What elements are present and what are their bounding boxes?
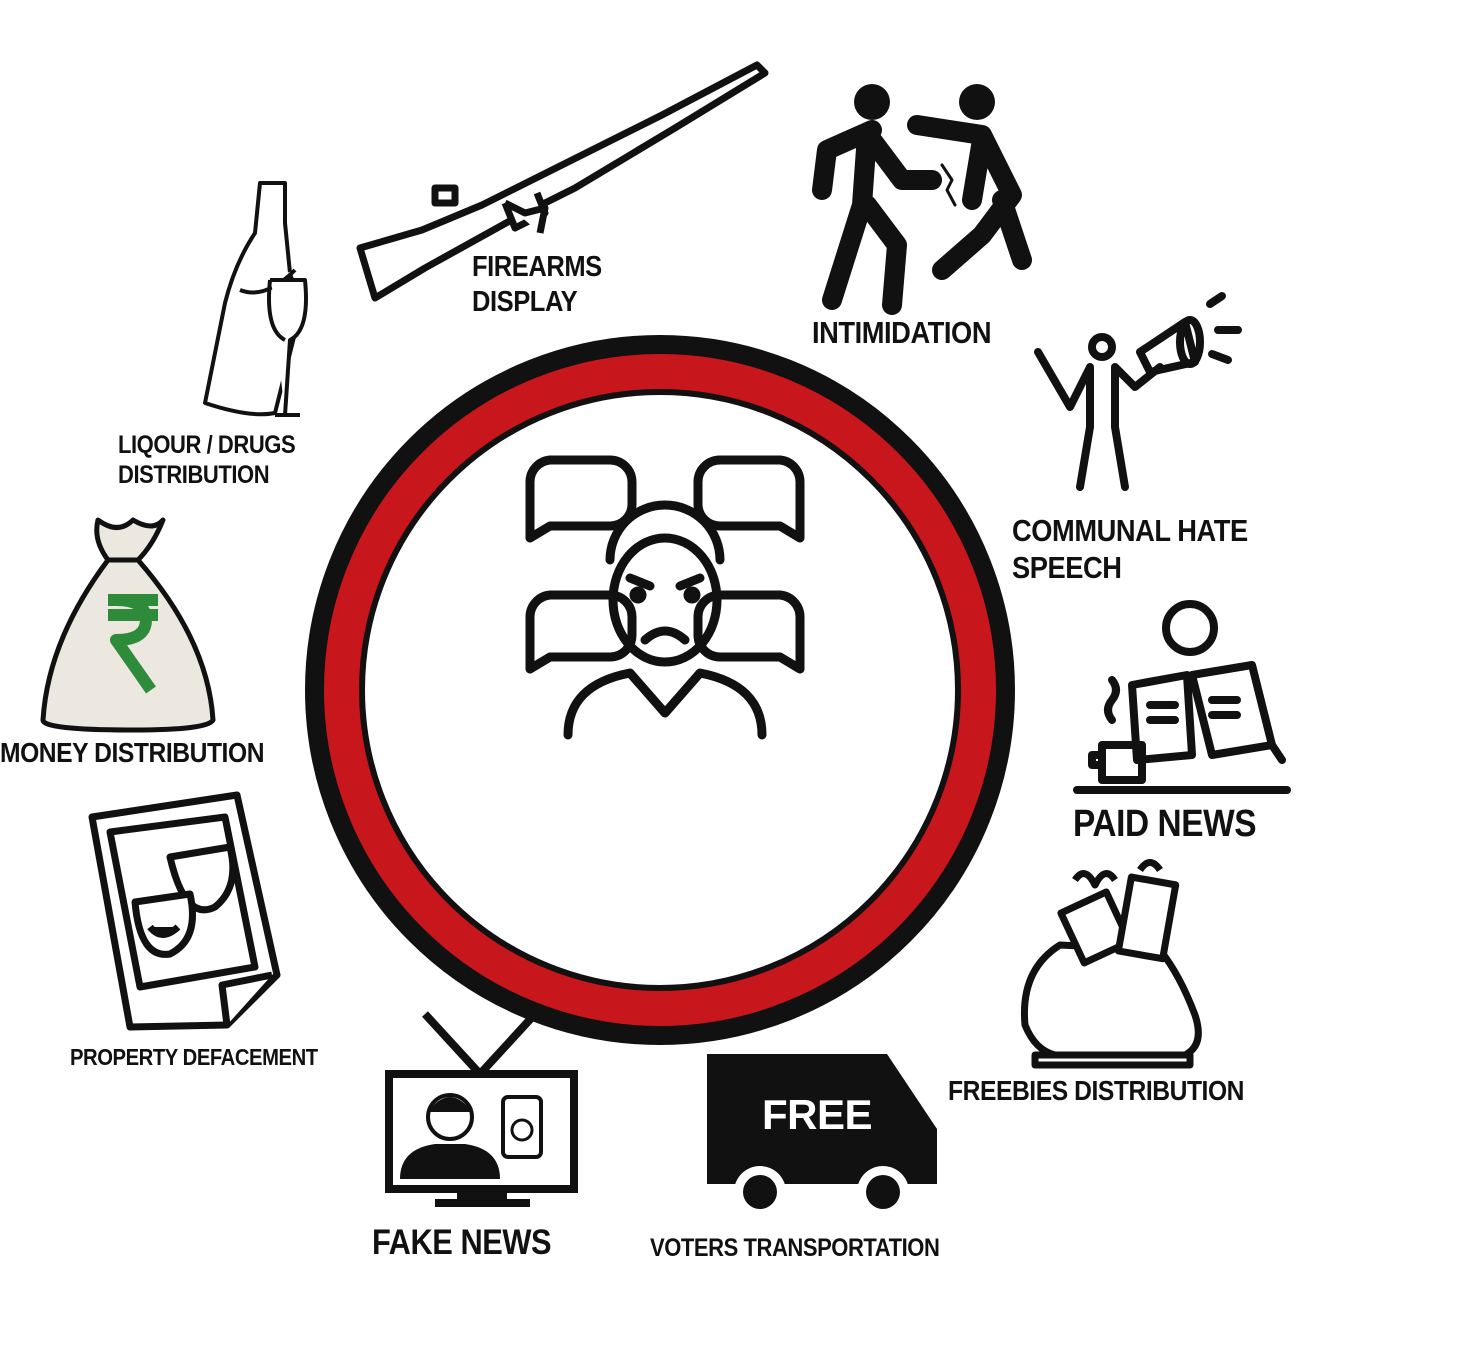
- label-fake-news: FAKE NEWS: [372, 1222, 552, 1264]
- reading-newspaper-icon: [1073, 600, 1291, 794]
- bottle-glass-icon: [203, 181, 308, 417]
- gift-sack-icon: [1020, 859, 1202, 1069]
- label-freebies-distribution: FREEBIES DISTRIBUTION: [948, 1074, 1244, 1108]
- theatre-masks-poster-icon: [88, 791, 281, 1031]
- rifle-icon: [356, 61, 769, 302]
- angry-person-speech-bubbles-icon: [525, 455, 805, 740]
- label-voters-transportation: VOTERS TRANSPORTATION: [650, 1233, 940, 1263]
- rupee-money-bag-icon: [40, 517, 216, 733]
- label-line: COMMUNAL HATE: [1012, 513, 1248, 548]
- label-money-distribution: MONEY DISTRIBUTION: [0, 736, 264, 770]
- label-property-defacement: PROPERTY DEFACEMENT: [70, 1044, 318, 1072]
- truck-icon: [707, 1054, 937, 1218]
- label-line: VOTERS TRANSPORTATION: [650, 1234, 940, 1262]
- label-intimidation: INTIMIDATION: [812, 314, 992, 351]
- fighting-people-icon: [812, 84, 1032, 315]
- label-line: LIQOUR / DRUGS: [118, 431, 296, 459]
- label-paid-news: PAID NEWS: [1073, 802, 1257, 848]
- label-line: INTIMIDATION: [812, 315, 992, 350]
- label-line: FREEBIES DISTRIBUTION: [948, 1075, 1245, 1106]
- label-line: PROPERTY DEFACEMENT: [70, 1044, 318, 1070]
- label-line: FIREARMS: [472, 251, 602, 283]
- label-line: DISTRIBUTION: [118, 461, 270, 489]
- label-firearms-display: FIREARMS DISPLAY: [472, 250, 602, 320]
- truck-free-text: FREE: [762, 1091, 873, 1138]
- television-icon: [385, 1011, 578, 1207]
- label-line: MONEY DISTRIBUTION: [0, 737, 265, 768]
- label-line: SPEECH: [1012, 550, 1122, 586]
- megaphone-person-icon: [1034, 292, 1242, 491]
- label-line: PAID NEWS: [1073, 803, 1257, 845]
- label-line: FAKE NEWS: [372, 1223, 552, 1262]
- label-liquor-drugs-distribution: LIQOUR / DRUGS DISTRIBUTION: [118, 430, 296, 490]
- label-communal-hate-speech: COMMUNAL HATE SPEECH: [1012, 512, 1248, 586]
- label-line: DISPLAY: [472, 285, 578, 318]
